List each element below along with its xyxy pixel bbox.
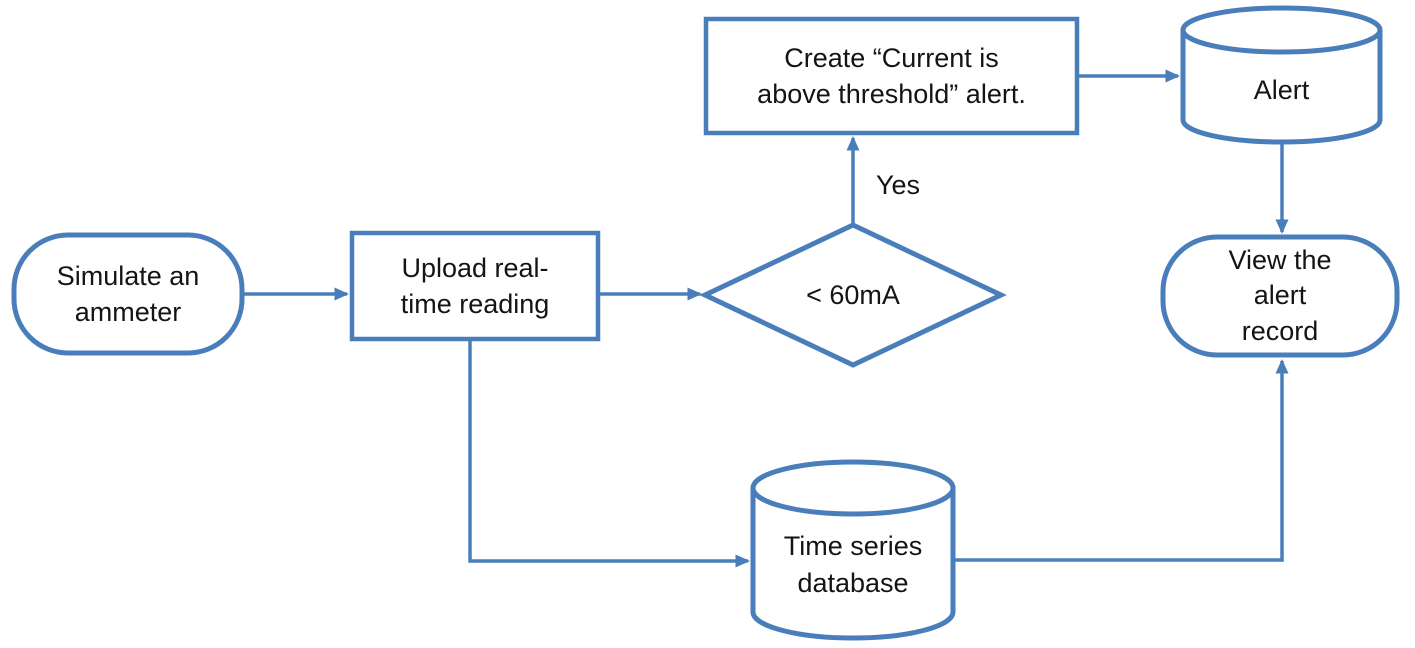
simulate-ammeter-label: Simulate an ammeter <box>56 260 200 327</box>
decision-yes-label: Yes <box>876 170 921 200</box>
timeseries-db-label: Time series database <box>783 531 923 598</box>
threshold-decision-label: < 60mA <box>806 279 900 310</box>
alert-store-shape <box>1180 5 1383 145</box>
alert-store-label: Alert <box>1253 74 1310 105</box>
upload-reading-label: Upload real- time reading <box>400 252 550 319</box>
timeseries-db-shape <box>750 459 956 641</box>
view-record-shape <box>1160 234 1400 358</box>
node-shape-group <box>11 5 1400 641</box>
connector-group <box>242 69 1289 568</box>
timeseries-db-cylinder-body <box>750 488 956 641</box>
threshold-decision-shape <box>699 222 1007 368</box>
simulate-ammeter-shape <box>11 232 245 356</box>
upload-reading-shape <box>349 230 601 342</box>
view-record-label: View the alert record <box>1228 245 1332 346</box>
alert-store-cylinder-body <box>1180 30 1383 145</box>
arrow-timeseries-db-to-view-record <box>953 359 1289 562</box>
create-alert-shape <box>703 16 1080 136</box>
alert-store-cylinder-top <box>1180 5 1383 55</box>
create-alert-label: Create “Current is above threshold” aler… <box>757 42 1026 109</box>
timeseries-db-cylinder-top <box>750 459 956 517</box>
arrow-upload-to-timeseries-db <box>468 339 750 568</box>
